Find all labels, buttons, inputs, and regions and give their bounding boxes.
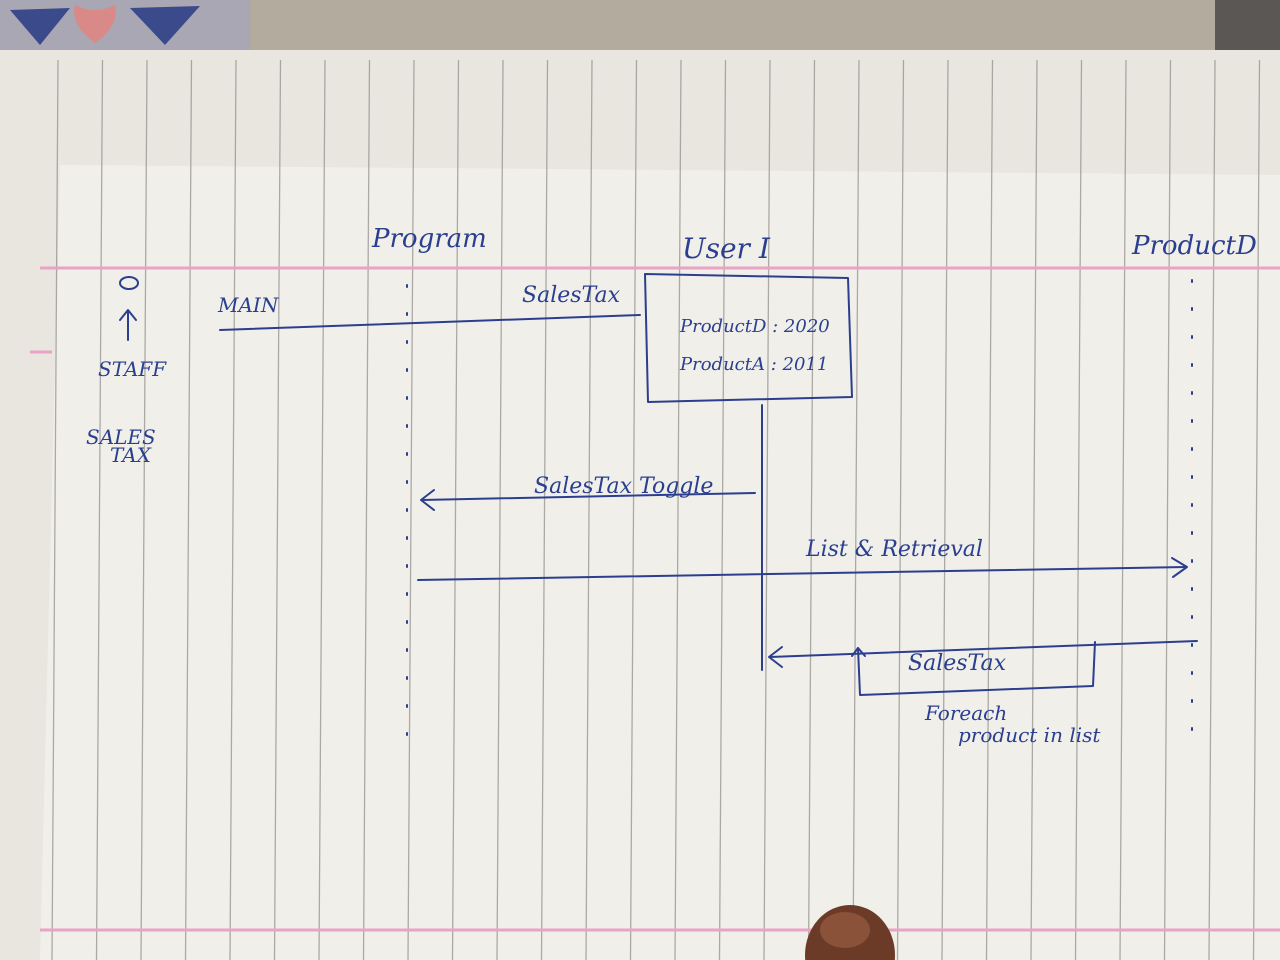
front-page (40, 165, 1280, 960)
message-toggle-arrow (421, 492, 756, 501)
actor-note-line1: SALES (86, 425, 156, 449)
page-rule-line (585, 59, 593, 960)
page-rule-line (896, 59, 905, 960)
actor-head-icon (119, 276, 139, 290)
lifeline-program-label: Program (371, 224, 487, 254)
page-rule-line (1119, 59, 1127, 960)
page-rule-line (184, 59, 193, 960)
page-rule-line (496, 59, 504, 960)
page-rule-line (674, 59, 682, 960)
page-rule-line (451, 59, 460, 960)
lifeline-user-label: User I (682, 232, 771, 265)
page-rule-line (540, 59, 549, 960)
page-rule-line (229, 59, 237, 960)
page-rule-line (318, 59, 326, 960)
page-rule-line (1163, 59, 1172, 960)
message-main-arrow (219, 314, 641, 331)
message-list-label: List & Retrieval (805, 537, 983, 562)
page-rule-line (1208, 59, 1216, 960)
page-rule-line (1030, 59, 1038, 960)
actor-note-line2: TAX (110, 443, 152, 467)
page-rule-line (718, 59, 727, 960)
page-rule-line (362, 59, 371, 960)
message-loop-arrow (769, 640, 1198, 658)
page-rule-line (140, 59, 148, 960)
user-box-line1: ProductD : 2020 (679, 316, 830, 337)
page-rule-line (629, 59, 638, 960)
page-rule-line (407, 59, 415, 960)
message-list-arrowhead-icon (1171, 557, 1188, 578)
message-salestax-label: SalesTax (522, 283, 621, 308)
page-rule-line (1252, 59, 1261, 960)
page-rule-line (1074, 59, 1083, 960)
page-rule-line (763, 59, 771, 960)
lifeline-product-label: ProductD (1131, 231, 1257, 261)
user-product-box (644, 273, 853, 403)
page-rules (51, 59, 1261, 960)
page-rule-line (941, 59, 949, 960)
message-loop-label: SalesTax (908, 651, 1007, 676)
loop-bracket-arrow-icon (851, 647, 866, 657)
actor-label: STAFF (98, 357, 167, 381)
actor-staff: STAFF (98, 276, 167, 381)
finger-nail (820, 912, 870, 948)
actor-arrow-icon (119, 309, 137, 341)
page-rule-line (985, 59, 994, 960)
message-toggle-arrowhead-icon (420, 489, 435, 511)
page-rule-line (95, 59, 104, 960)
page-rule-line (852, 59, 860, 960)
message-main-label: MAIN (217, 293, 280, 317)
page-rule-line (273, 59, 282, 960)
page-rule-line (807, 59, 816, 960)
loop-bracket (857, 641, 1096, 696)
loop-note-line2: product in list (958, 723, 1101, 747)
loop-note-line1: Foreach (924, 701, 1007, 725)
message-list-arrow (417, 566, 1187, 581)
message-loop-arrowhead-icon (768, 646, 783, 668)
page-rule-line (51, 59, 59, 960)
user-box-line2: ProductA : 2011 (679, 354, 828, 375)
